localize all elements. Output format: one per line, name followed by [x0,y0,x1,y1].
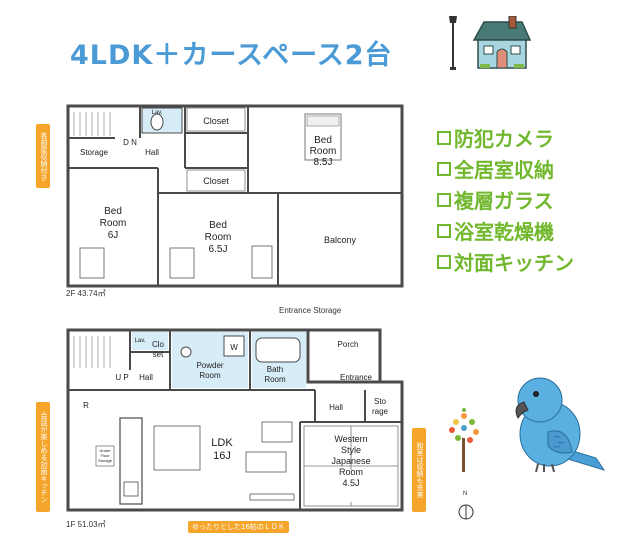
bath-label-2: Room [264,375,286,384]
bed1-name2: Room [310,146,337,157]
closet-label-2: set [153,350,164,359]
feature-label: 浴室乾燥機 [454,220,554,244]
feature-item: 複層ガラス [437,184,617,215]
street-lamp-icon [449,16,457,70]
western-label-3: Japanese [331,456,370,466]
house-icon [472,16,532,69]
checkbox-icon [437,254,451,269]
hall-label-2f: Hall [145,148,159,157]
callout-kitchen: 会話が楽しめる対面キッチン [36,402,50,512]
feature-item: 対面キッチン [437,246,617,277]
up-label: U P [115,373,128,382]
down-label: D N [123,138,137,147]
lav-label-2f: Lav. [152,110,163,116]
bed2-name2: Room [100,218,127,229]
bed3-name: Bed [209,220,227,231]
under-floor-label-1: Under [100,448,112,453]
western-label-2: Style [341,445,361,455]
bed2-size: 6J [108,230,119,241]
balcony-label: Balcony [324,235,357,245]
storage-label-2f: Storage [80,148,109,157]
porch-label: Porch [338,340,359,349]
western-label-4: Room [339,467,363,477]
callout-japanese: 和室は収納も充実 [412,428,426,512]
under-floor-label-3: Storage [98,458,113,463]
feature-label: 対面キッチン [454,251,574,275]
bed1-size: 8.5J [314,157,333,168]
lav-label-1f: Lav. [135,338,146,344]
closet-label-1: Clo [152,340,165,349]
storage-label-1: Sto [374,397,387,406]
ldk-label: LDK [211,437,233,449]
first-floor-plan: Lav. Clo set Powder Room W Bath Room U P… [66,328,404,512]
feature-label: 全居室収納 [454,158,554,182]
under-floor-label-2: Floor [100,453,110,458]
callout-storage: 各部屋収納付き [36,124,50,188]
feature-label: 複層ガラス [454,189,554,213]
north-label: N [463,491,468,497]
compass-icon [458,504,474,520]
bed3-name2: Room [205,232,232,243]
ldk-size: 16J [213,450,231,462]
checkbox-icon [437,223,451,238]
washer-label: W [230,343,238,352]
bed2-name: Bed [104,206,122,217]
closet1-label-2f: Closet [203,116,229,126]
entrance-label: Entrance [340,373,373,382]
bed1-name: Bed [314,135,332,146]
floor-area-2f: 2F 43.74㎡ [66,289,106,298]
feature-item: 浴室乾燥機 [437,215,617,246]
hall-label-1f: Hall [139,373,153,382]
feature-label: 防犯カメラ [454,127,554,151]
tree-icon [449,408,479,472]
powder-label-2: Room [199,371,221,380]
feature-item: 防犯カメラ [437,122,617,153]
feature-item: 全居室収納 [437,153,617,184]
checkbox-icon [437,130,451,145]
parrot-icon [515,377,606,473]
powder-label-1: Powder [196,361,223,370]
second-floor-plan: Lav. Closet Closet Bed Room 8.5J Bed Roo… [66,104,404,288]
refrigerator-mark: R [83,401,89,410]
western-label-1: Western [334,434,367,444]
hall-label-1f-right: Hall [329,403,343,412]
feature-list: 防犯カメラ 全居室収納 複層ガラス 浴室乾燥機 対面キッチン [437,122,617,277]
bath-label-1: Bath [267,365,283,374]
checkbox-icon [437,192,451,207]
storage-label-2: rage [372,407,389,416]
page-title: 4LDK＋カースペース2台 [70,40,393,71]
closet2-label-2f: Closet [203,176,229,186]
checkbox-icon [437,161,451,176]
floor-area-1f: 1F 51.03㎡ [66,520,106,529]
callout-ldk: ゆったりとした16帖のＬＤＫ [188,521,289,533]
entrance-storage-label: Entrance Storage [279,306,342,315]
bed3-size: 6.5J [209,244,228,255]
western-size: 4.5J [342,478,359,488]
